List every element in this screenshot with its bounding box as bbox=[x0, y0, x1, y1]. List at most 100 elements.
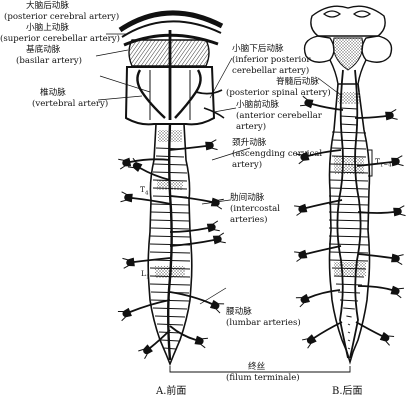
radicular-artery bbox=[139, 167, 171, 181]
cord-segment-line bbox=[156, 323, 184, 326]
radicular-artery bbox=[129, 299, 171, 313]
cord-segment-line bbox=[329, 187, 369, 190]
radicular-artery bbox=[149, 329, 171, 349]
cord-segment-line bbox=[346, 315, 352, 318]
cord-segment-line bbox=[149, 251, 191, 254]
label-lumbar-en: (lumbar arteries) bbox=[226, 318, 301, 328]
label-aica-en2: artery) bbox=[236, 122, 267, 132]
label-pica-en1: (inferior posterior bbox=[232, 55, 311, 65]
cord-segment-line bbox=[337, 291, 361, 294]
anterior-brainstem bbox=[118, 10, 225, 126]
nerve-root-fiber bbox=[119, 165, 125, 170]
nerve-root bbox=[212, 232, 226, 245]
label-superior-cerebellar-en: (superior cerebellar artery) bbox=[0, 34, 120, 44]
nerve-root bbox=[393, 205, 406, 217]
mark-t4: T4 bbox=[140, 185, 149, 197]
radicular-artery bbox=[357, 285, 393, 291]
nerve-root bbox=[205, 139, 218, 151]
cord-segment-line bbox=[158, 331, 182, 334]
radicular-artery bbox=[313, 321, 343, 339]
cord-segment-line bbox=[339, 115, 359, 118]
nerve-root-fiber bbox=[294, 205, 300, 208]
posterior-spinal-artery-left bbox=[336, 69, 349, 359]
nerve-root-fiber bbox=[121, 191, 127, 195]
nerve-root-fiber bbox=[127, 166, 134, 169]
label-acc-en2: artery) bbox=[232, 160, 263, 170]
nerve-root bbox=[117, 307, 132, 322]
nerve-root-fiber bbox=[302, 95, 308, 100]
label-posterior-cerebral-cn: 大脑后动脉 bbox=[26, 1, 69, 11]
radicular-artery bbox=[305, 199, 343, 209]
cord-segment-line bbox=[328, 235, 370, 238]
nerve-root-stump bbox=[194, 335, 204, 345]
cord-segment-line bbox=[150, 219, 190, 222]
label-acc-cn: 颈升动脉 bbox=[232, 138, 267, 148]
cord-segment-line bbox=[152, 307, 188, 310]
nerve-root-fiber bbox=[391, 109, 397, 113]
posterior-dots-thoracic bbox=[334, 156, 364, 174]
cord-segment-line bbox=[347, 347, 351, 350]
label-pica-cn: 小脑下后动脉 bbox=[232, 44, 284, 54]
label-lumbar-cn: 腰动脉 bbox=[226, 307, 252, 317]
label-posterior-cerebral-en: (posterior cerebral artery) bbox=[4, 12, 120, 22]
nerve-root-fiber bbox=[212, 147, 218, 151]
cord-segment-line bbox=[331, 139, 367, 142]
posterior-cerebral-artery bbox=[118, 10, 224, 33]
nerve-root-fiber bbox=[118, 158, 124, 161]
label-acc-en1: (ascengding cervical bbox=[232, 149, 323, 159]
caption-posterior: B.后面 bbox=[332, 386, 363, 397]
cord-segment-line bbox=[329, 259, 369, 262]
cord-segment-line bbox=[331, 131, 367, 134]
nerve-root-fiber bbox=[214, 229, 220, 232]
nerve-root bbox=[294, 249, 308, 262]
radicular-artery bbox=[305, 245, 342, 255]
nerve-root-fiber bbox=[132, 157, 137, 163]
vertebral-artery-right bbox=[174, 69, 202, 119]
radicular-artery bbox=[169, 145, 207, 151]
posterior-spinal-cord bbox=[328, 83, 371, 365]
nerve-root-stump bbox=[390, 285, 400, 295]
label-basilar-en: (basilar artery) bbox=[16, 56, 82, 66]
nerve-root bbox=[209, 299, 225, 314]
nerve-root-fiber bbox=[217, 205, 223, 210]
leader-lines bbox=[95, 33, 343, 305]
radicular-artery bbox=[169, 325, 197, 341]
nerve-root bbox=[118, 157, 132, 170]
nerve-root-stump bbox=[298, 249, 308, 259]
nerve-root-fiber bbox=[299, 302, 305, 308]
cerebellum-right bbox=[361, 35, 393, 63]
cord-segment-line bbox=[347, 339, 351, 342]
label-filum-cn: 终丝 bbox=[248, 362, 266, 372]
nerve-root-stump bbox=[304, 99, 314, 109]
nerve-root-fiber bbox=[219, 232, 225, 237]
cord-segment-line bbox=[328, 195, 370, 198]
radicular-artery bbox=[355, 321, 383, 337]
label-vertebral-cn: 椎动脉 bbox=[40, 88, 66, 98]
nerve-root bbox=[391, 155, 404, 167]
nerve-root-stump bbox=[132, 162, 143, 172]
nerve-root-fiber bbox=[120, 199, 126, 203]
nerve-root-fiber bbox=[296, 257, 302, 262]
nerve-root-fiber bbox=[396, 294, 402, 299]
nerve-root-fiber bbox=[121, 316, 126, 322]
nerve-root-fiber bbox=[400, 213, 406, 217]
label-intercostal-en1: (intercostal bbox=[230, 204, 281, 214]
nerve-root-fiber bbox=[218, 198, 224, 201]
nerve-root-fiber bbox=[392, 117, 398, 120]
radicular-artery bbox=[357, 253, 393, 259]
cord-segment-line bbox=[333, 275, 365, 278]
nerve-root bbox=[127, 157, 143, 172]
cord-segment-line bbox=[328, 227, 370, 230]
nerve-root-fiber bbox=[299, 104, 306, 107]
nerve-root-fiber bbox=[215, 308, 221, 314]
nerve-root-stump bbox=[206, 223, 216, 233]
posterior-brainstem bbox=[303, 5, 393, 85]
nerve-root-fiber bbox=[398, 163, 404, 167]
mark-l1: L1 bbox=[141, 269, 150, 281]
nerve-root bbox=[206, 220, 220, 233]
nerve-root-stump bbox=[209, 299, 220, 310]
nerve-root-fiber bbox=[399, 205, 405, 209]
nerve-root-fiber bbox=[122, 257, 128, 261]
cord-segment-line bbox=[328, 203, 370, 206]
nerve-root-stump bbox=[298, 203, 308, 213]
